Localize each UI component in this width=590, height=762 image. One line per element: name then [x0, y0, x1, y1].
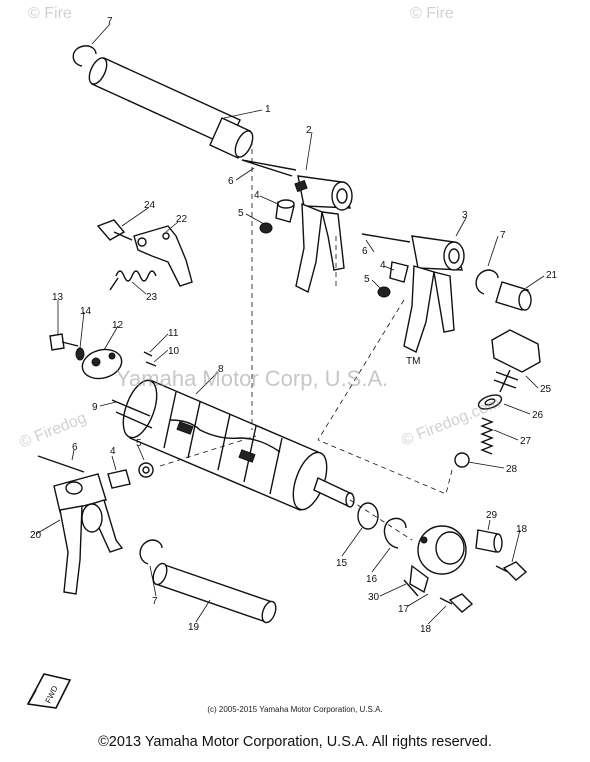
callout-7-top: 7	[107, 16, 113, 27]
callout-7-right: 7	[500, 230, 506, 241]
circlip-part-7-lower	[139, 539, 163, 565]
callout-28: 28	[506, 464, 518, 475]
callout-9: 9	[92, 402, 98, 413]
roller-part-5-upper	[259, 222, 273, 234]
callout-6-lower: 6	[72, 442, 78, 453]
callout-11: 11	[168, 328, 179, 339]
cotter-pin-part-6-lower	[37, 455, 85, 473]
callout-14: 14	[80, 306, 92, 317]
roller-part-5-right	[377, 286, 391, 298]
callout-3: 3	[462, 210, 468, 221]
watermark-firedog-top-left: © Fire	[28, 5, 72, 22]
callout-15: 15	[336, 558, 348, 569]
guide-pin-part-4-right	[389, 261, 409, 283]
pin-part-11	[143, 351, 153, 357]
bolt-part-24	[96, 219, 133, 241]
shift-shaft-part-1	[88, 57, 254, 159]
guide-pin-part-4-lower	[107, 469, 131, 489]
screw-part-18-upper	[495, 561, 528, 581]
leader-lines	[35, 23, 545, 625]
pin-part-10	[145, 361, 157, 367]
callout-6-upper: 6	[228, 176, 234, 187]
circlip-part-15	[357, 502, 379, 530]
callout-18-upper: 18	[516, 524, 528, 535]
callout-24: 24	[144, 200, 156, 211]
spring-part-27	[480, 417, 494, 455]
collar-part-21	[495, 281, 532, 311]
callout-10: 10	[168, 346, 180, 357]
watermark-firedog-left: © Firedog	[17, 410, 89, 452]
callout-16: 16	[366, 574, 378, 585]
callout-26: 26	[532, 410, 544, 421]
callout-21: 21	[546, 270, 558, 281]
screw-part-13	[49, 333, 79, 351]
callout-7-lower: 7	[152, 596, 158, 607]
watermark-firedog-right: © Firedog.com	[399, 395, 503, 450]
trademark-mark: TM	[406, 356, 420, 367]
callout-4-upper: 4	[254, 190, 260, 201]
washer-part-26	[477, 394, 503, 410]
shift-fork-part-3	[403, 235, 465, 353]
cover-part-17	[409, 525, 467, 594]
segment-part-12	[81, 348, 123, 380]
shift-drum-part-8	[122, 379, 355, 511]
circlip-part-7-right	[475, 269, 499, 295]
ball-part-28	[454, 452, 470, 468]
circlip-part-7-top	[72, 45, 97, 67]
callout-13: 13	[52, 292, 64, 303]
callout-1: 1	[265, 104, 271, 115]
callout-20: 20	[30, 530, 42, 541]
callout-30: 30	[368, 592, 380, 603]
shift-fork-part-20	[53, 473, 124, 595]
callout-27: 27	[520, 436, 532, 447]
callout-4-right: 4	[380, 260, 386, 271]
callout-17: 17	[398, 604, 410, 615]
callout-6-right: 6	[362, 246, 368, 257]
gasket-part-30	[403, 579, 419, 597]
callout-2: 2	[306, 125, 312, 136]
roller-part-5-lower	[138, 462, 154, 478]
callout-12: 12	[112, 320, 124, 331]
bolt-part-25	[491, 329, 541, 393]
stopper-lever-part-22	[133, 225, 193, 287]
guide-pin-part-4-upper	[275, 199, 295, 223]
plate-part-16	[383, 517, 407, 549]
screw-part-18-lower	[439, 593, 474, 613]
spring-part-23	[109, 270, 157, 291]
callout-labels: 7 1 2 6 4 5 24 22 23 3 6 7 21 4 5 13 14 …	[30, 16, 558, 635]
callout-23: 23	[146, 292, 158, 303]
copyright-small: (c) 2005-2015 Yamaha Motor Corporation, …	[207, 705, 383, 714]
front-arrow-icon: FWD	[26, 673, 72, 709]
watermark-firedog-top-right: © Fire	[410, 5, 454, 22]
callout-29: 29	[486, 510, 498, 521]
callout-5-upper: 5	[238, 208, 244, 219]
callout-25: 25	[540, 384, 552, 395]
callout-5-right: 5	[364, 274, 370, 285]
collar-part-29	[475, 529, 503, 553]
callout-5-lower: 5	[136, 438, 142, 449]
callout-4-lower: 4	[110, 446, 116, 457]
drum-pin-part-9	[111, 399, 153, 429]
watermark-yamaha-center: Yamaha Motor Corp, U.S.A.	[116, 366, 388, 391]
copyright-main: ©2013 Yamaha Motor Corporation, U.S.A. A…	[98, 734, 492, 750]
cotter-pin-part-6-right	[361, 233, 411, 243]
callout-19: 19	[188, 622, 200, 633]
washer-part-14	[75, 347, 85, 361]
cotter-pin-part-6-upper	[241, 159, 297, 177]
shaft-part-19	[152, 562, 277, 624]
callout-22: 22	[176, 214, 188, 225]
alignment-lines	[159, 140, 453, 541]
shift-fork-part-2	[294, 175, 353, 294]
callout-8: 8	[218, 364, 224, 375]
callout-18-lower: 18	[420, 624, 432, 635]
